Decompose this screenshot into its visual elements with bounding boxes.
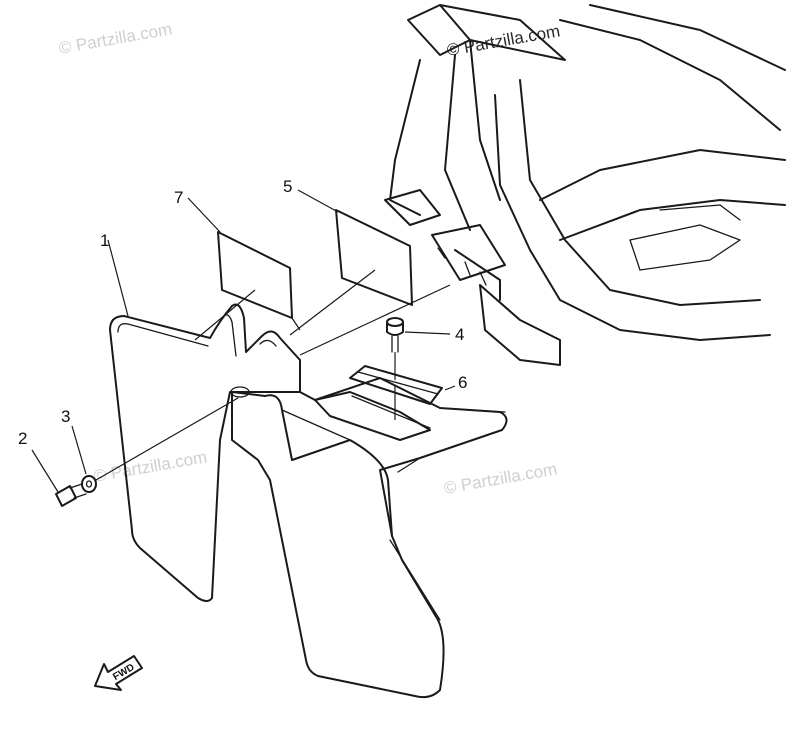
callout-7: 7 bbox=[174, 188, 183, 207]
part-2-bolt bbox=[31, 449, 87, 507]
part-1-number-plate bbox=[107, 239, 445, 699]
frame-leader-line bbox=[299, 284, 451, 356]
watermark-middle-right: © Partzilla.com bbox=[442, 459, 558, 498]
part-3-washer bbox=[71, 425, 97, 493]
callout-3: 3 bbox=[61, 407, 70, 426]
callout-5: 5 bbox=[283, 177, 292, 196]
fwd-arrow-icon: FWD bbox=[94, 655, 143, 691]
watermark-top-left: © Partzilla.com bbox=[57, 19, 173, 58]
callout-4: 4 bbox=[455, 325, 464, 344]
fastener-leader-line bbox=[95, 397, 239, 481]
callout-2: 2 bbox=[18, 429, 27, 448]
part-6-bracket-plate bbox=[349, 365, 456, 420]
callout-1: 1 bbox=[100, 231, 109, 250]
callout-6: 6 bbox=[458, 373, 467, 392]
bracket-stay bbox=[299, 377, 508, 537]
watermark-middle-left: © Partzilla.com bbox=[92, 447, 208, 486]
part-4-bolt bbox=[386, 317, 451, 380]
frame-assembly bbox=[384, 4, 786, 366]
part-5-sheet bbox=[289, 189, 413, 336]
